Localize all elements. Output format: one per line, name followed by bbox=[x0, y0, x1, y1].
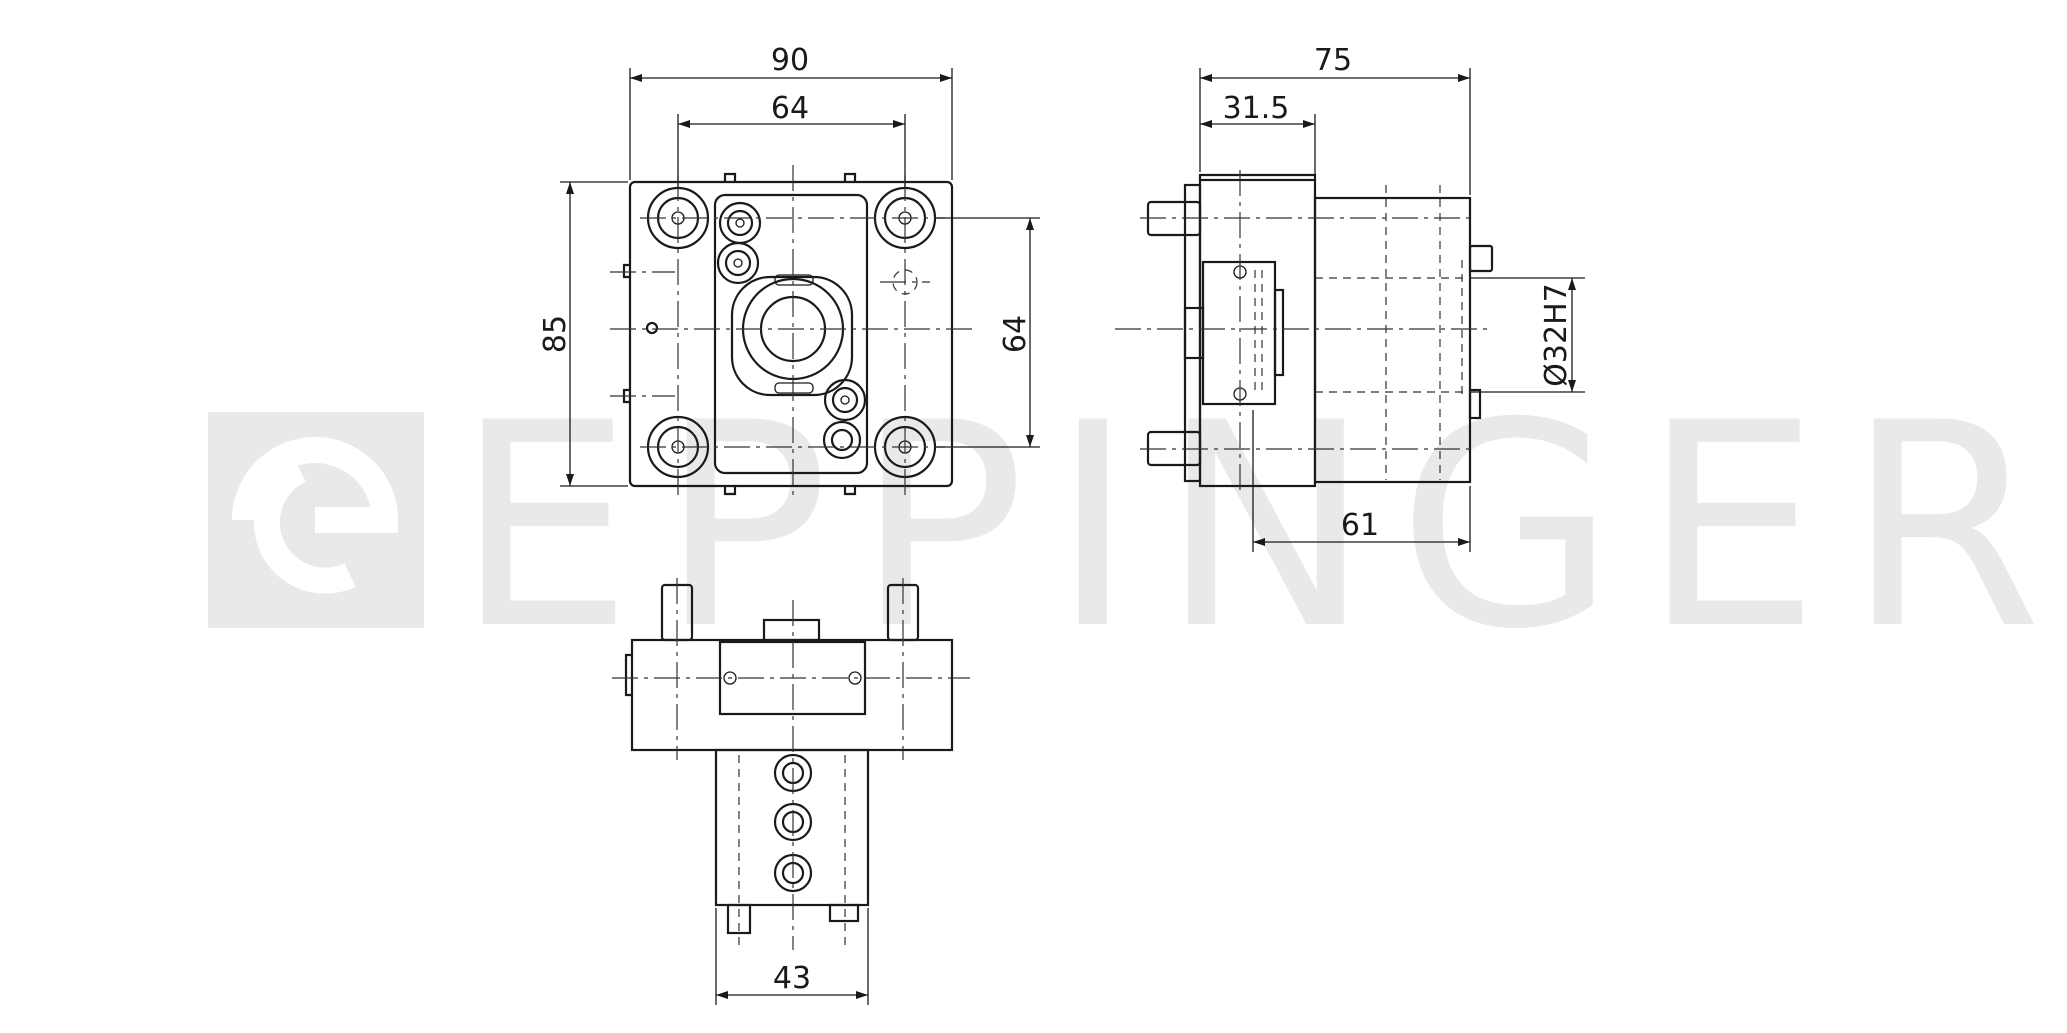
coolant-fitting-upper bbox=[716, 201, 762, 285]
dim-label-64-vertical: 64 bbox=[998, 315, 1033, 353]
dim-label-61: 61 bbox=[1341, 508, 1379, 543]
dim-label-75: 75 bbox=[1314, 43, 1352, 78]
dimension-side-overall: 75 bbox=[1199, 43, 1471, 195]
watermark-brand-text: EPPINGER bbox=[455, 362, 2067, 691]
dim-label-43: 43 bbox=[773, 961, 811, 996]
dimension-side-flange: 31.5 bbox=[1200, 91, 1316, 195]
top-view bbox=[612, 578, 970, 950]
dimension-front-bolt-spacing-vertical: 64 bbox=[935, 217, 1040, 448]
eppinger-watermark: EPPINGER bbox=[208, 362, 2067, 691]
side-view bbox=[1115, 170, 1494, 495]
coolant-fitting-lower bbox=[822, 378, 867, 460]
dimension-front-height: 85 bbox=[538, 181, 628, 487]
dim-label-31-5: 31.5 bbox=[1223, 91, 1290, 126]
dimension-front-width: 90 bbox=[629, 43, 953, 180]
dimension-front-bolt-spacing-horizontal: 64 bbox=[677, 91, 906, 188]
dimension-top-shank-width: 43 bbox=[715, 908, 869, 1005]
dim-label-bore: Ø32H7 bbox=[1539, 283, 1574, 386]
dimension-side-bore: Ø32H7 bbox=[1470, 277, 1585, 393]
dim-label-64-horizontal: 64 bbox=[771, 91, 809, 126]
dim-label-90: 90 bbox=[771, 43, 809, 78]
dim-label-85: 85 bbox=[538, 315, 573, 353]
dimension-side-body: 61 bbox=[1252, 410, 1471, 552]
watermark-logo-swirl bbox=[232, 437, 399, 594]
